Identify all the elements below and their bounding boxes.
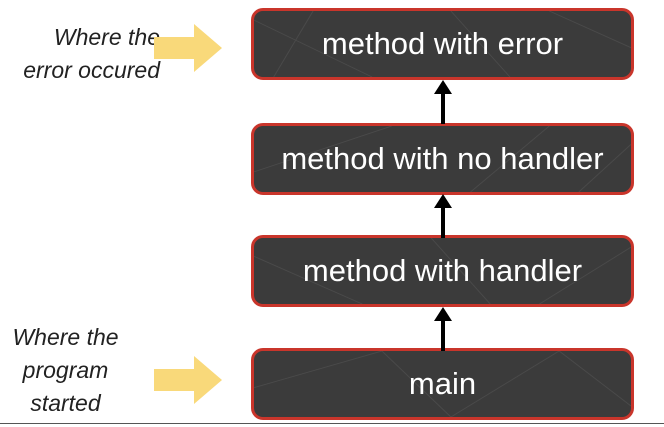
stack-frame-method-with-no-handler: method with no handler: [251, 123, 634, 195]
up-arrow-icon: [434, 80, 452, 124]
note-line: Where the: [53, 24, 160, 50]
stack-frame-label: method with no handler: [281, 141, 604, 176]
stack-frame-label: main: [408, 366, 477, 401]
up-arrow-icon: [434, 194, 452, 238]
pointer-arrow-icon: [154, 356, 222, 404]
divider: [0, 423, 664, 424]
stack-frame-method-with-error: method with error: [251, 8, 634, 80]
note-line: error occured: [23, 57, 160, 83]
pointer-arrow-icon: [154, 24, 222, 72]
note-line: program: [22, 357, 109, 383]
stack-frame-main: main: [251, 348, 634, 420]
up-arrow-icon: [434, 307, 452, 351]
stack-frame-label: method with handler: [302, 253, 583, 288]
note-line: started: [30, 390, 101, 416]
program-start-note: Where the program started: [0, 321, 131, 420]
error-location-note: Where the error occured: [0, 21, 160, 87]
stack-frame-method-with-handler: method with handler: [251, 235, 634, 307]
stack-frame-label: method with error: [321, 26, 564, 61]
note-line: Where the: [12, 324, 119, 350]
